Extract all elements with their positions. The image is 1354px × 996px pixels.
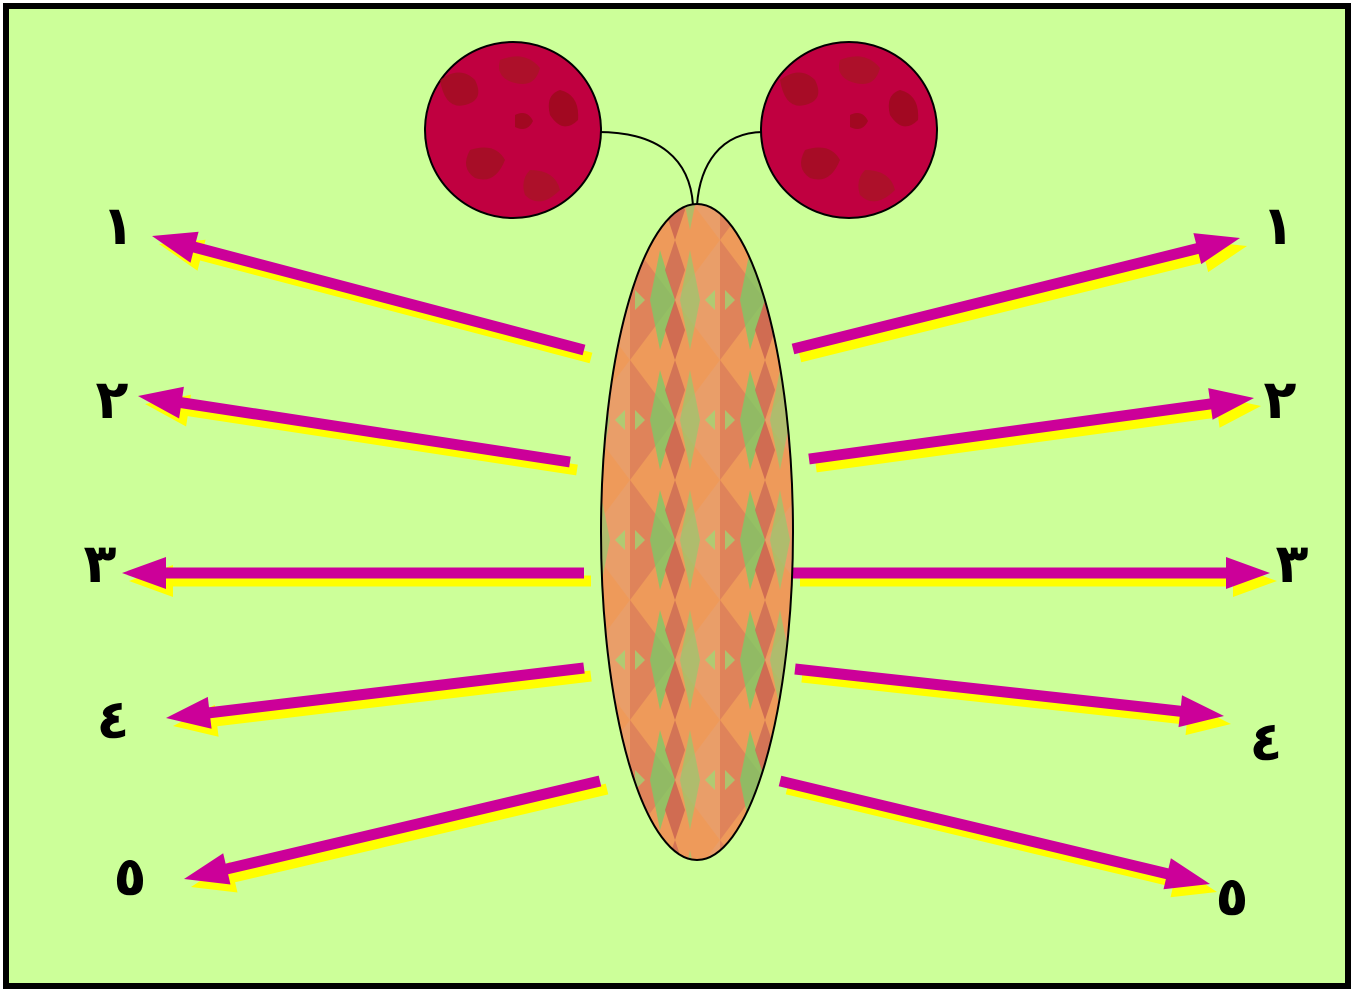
central-body-icon: [601, 204, 793, 860]
right-label-5: ٥: [1216, 865, 1249, 928]
right-label-4: ٤: [1250, 710, 1283, 773]
left-label-1: ١: [102, 194, 135, 257]
left-circle-icon: [425, 42, 601, 218]
left-label-3: ٣: [84, 532, 117, 595]
left-label-2: ٢: [96, 368, 129, 431]
right-label-1: ١: [1262, 194, 1295, 257]
left-label-4: ٤: [97, 688, 130, 751]
right-circle-icon: [761, 42, 937, 218]
left-label-5: ٥: [114, 845, 147, 908]
right-label-3: ٣: [1276, 532, 1309, 595]
right-label-2: ٢: [1264, 368, 1297, 431]
